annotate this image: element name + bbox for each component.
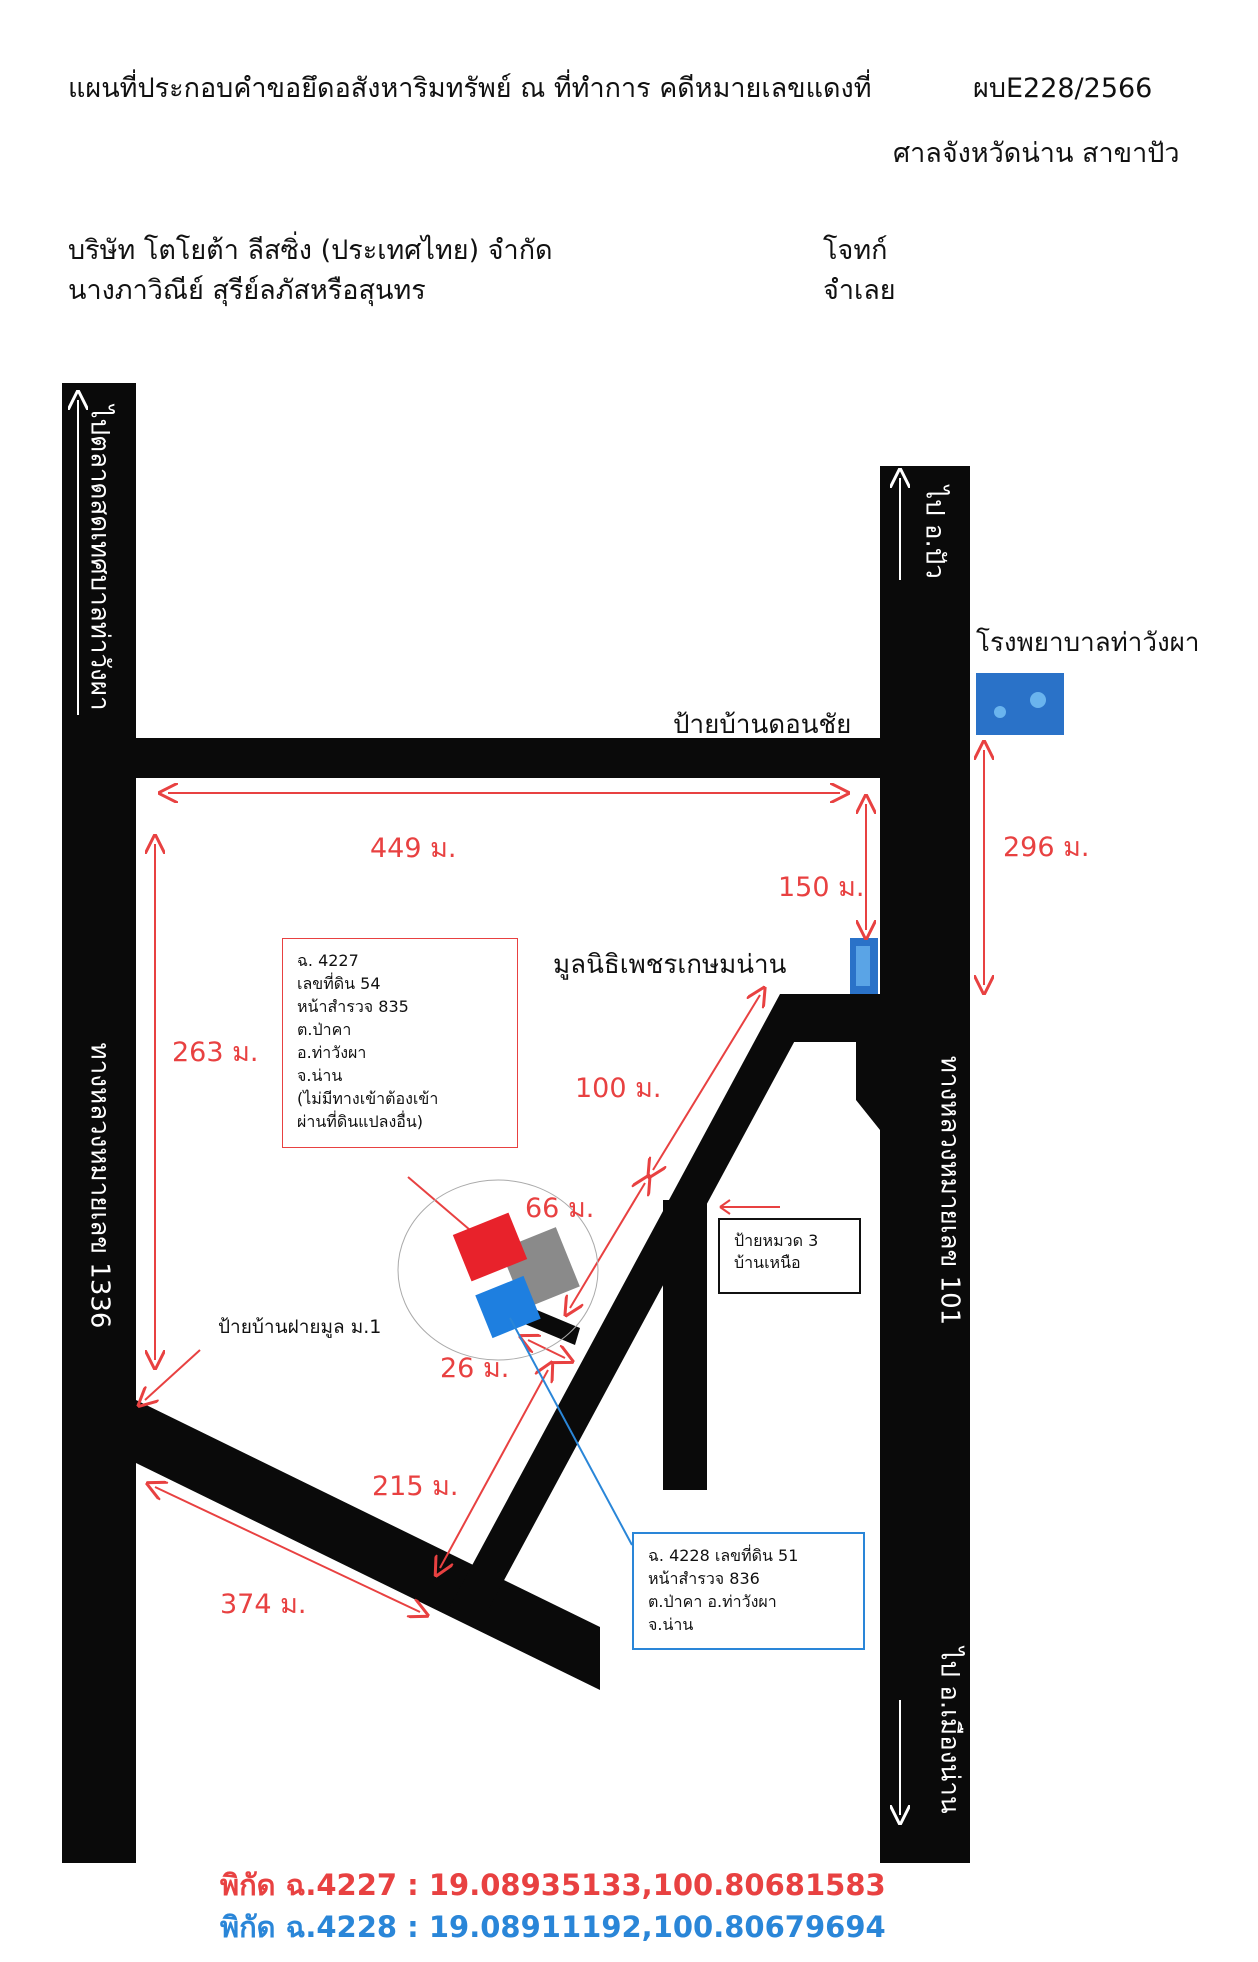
right-road-down-label: ไป อ.เมืองน่าน <box>934 1647 965 1814</box>
distance-150: 150 ม. <box>778 872 865 903</box>
distance-100: 100 ม. <box>575 1073 662 1104</box>
parcel-4228-marker <box>475 1275 541 1339</box>
road-don-chai <box>136 738 880 778</box>
parcel-4227-info-box: ฉ. 4227 เลขที่ดิน 54 หน้าสำรวจ 835 ต.ป่า… <box>282 938 518 1148</box>
parcel-4227-line: ฉ. 4227 <box>297 951 359 970</box>
coordinate-4228: พิกัด ฉ.4228 : 19.08911192,100.80679694 <box>220 1910 886 1944</box>
road-1336 <box>62 383 136 1863</box>
distance-66: 66 ม. <box>525 1193 595 1224</box>
distance-215: 215 ม. <box>372 1471 459 1502</box>
hospital-label: โรงพยาบาลท่าวังผา <box>976 628 1200 658</box>
plaintiff-name: บริษัท โตโยต้า ลีสซิ่ง (ประเทศไทย) จำกัด <box>68 235 553 266</box>
defendant-role: จำเลย <box>823 275 896 306</box>
coordinate-4227: พิกัด ฉ.4227 : 19.08935133,100.80681583 <box>220 1868 886 1902</box>
left-road-direction-label: ไปตลาดสดเทศบาลท่าวังผา <box>84 405 115 711</box>
road-fai-mun <box>136 1400 600 1690</box>
parcel-4227-line: ต.ป่าคา <box>297 1020 352 1039</box>
parcel-4227-line: ผ่านที่ดินแปลงอื่น) <box>297 1112 424 1131</box>
dimension-lines <box>145 750 984 1612</box>
distance-449: 449 ม. <box>370 833 457 864</box>
parcel-area-outline <box>397 1179 599 1361</box>
distance-374: 374 ม. <box>220 1589 307 1620</box>
document-title: แผนที่ประกอบคำขอยึดอสังหาริมทรัพย์ ณ ที่… <box>68 73 872 104</box>
sign-group3-line: ป้ายหมวด 3 <box>734 1231 819 1250</box>
court-name: ศาลจังหวัดน่าน สาขาปัว <box>893 138 1180 169</box>
sign-group3-box: ป้ายหมวด 3 บ้านเหนือ <box>718 1218 861 1294</box>
case-number: ผบE228/2566 <box>973 73 1153 104</box>
hospital-marker <box>976 673 1064 735</box>
sign-group3-line: บ้านเหนือ <box>734 1253 801 1272</box>
parcel-4227-marker <box>452 1212 528 1282</box>
parcel-4228-line: ฉ. 4228 เลขที่ดิน 51 <box>648 1546 799 1565</box>
parcel-4227-line: จ.น่าน <box>297 1066 343 1085</box>
right-road-up-label: ไป อ.ปัว <box>919 486 950 579</box>
road-foundation-connector <box>780 994 880 1042</box>
sign-fai-mun-label: ป้ายบ้านฝายมูล ม.1 <box>218 1316 382 1338</box>
defendant-name: นางภาวิณีย์ สุรีย์ลภัสหรือสุนทร <box>68 275 426 306</box>
parcel-4227-line: (ไม่มีทางเข้าต้องเข้า <box>297 1089 439 1108</box>
right-road-name-label: ทางหลวงหมายเลข 101 <box>934 1055 965 1326</box>
parcel-4228-line: ต.ป่าคา อ.ท่าวังผา <box>648 1592 777 1611</box>
distance-26: 26 ม. <box>440 1353 510 1384</box>
distance-296: 296 ม. <box>1003 832 1090 863</box>
sign-don-chai-label: ป้ายบ้านดอนชัย <box>673 710 852 740</box>
road-101 <box>880 466 970 1863</box>
foundation-label: มูลนิธิเพชรเกษมน่าน <box>553 950 787 980</box>
parcel-4228-info-box: ฉ. 4228 เลขที่ดิน 51 หน้าสำรวจ 836 ต.ป่า… <box>632 1532 865 1650</box>
left-road-name-label: ทางหลวงหมายเลข 1336 <box>84 1042 115 1329</box>
road-group3 <box>663 1200 707 1490</box>
parcel-4227-line: อ.ท่าวังผา <box>297 1043 367 1062</box>
plaintiff-role: โจทก์ <box>823 235 888 266</box>
distance-263: 263 ม. <box>172 1037 259 1068</box>
parcel-4227-line: เลขที่ดิน 54 <box>297 974 381 993</box>
road-101-branch <box>856 1040 880 1130</box>
parcel-4228-line: หน้าสำรวจ 836 <box>648 1569 760 1588</box>
parcel-4227-line: หน้าสำรวจ 835 <box>297 997 409 1016</box>
parcel-4228-leader <box>509 1317 633 1546</box>
parcel-4228-line: จ.น่าน <box>648 1615 694 1634</box>
